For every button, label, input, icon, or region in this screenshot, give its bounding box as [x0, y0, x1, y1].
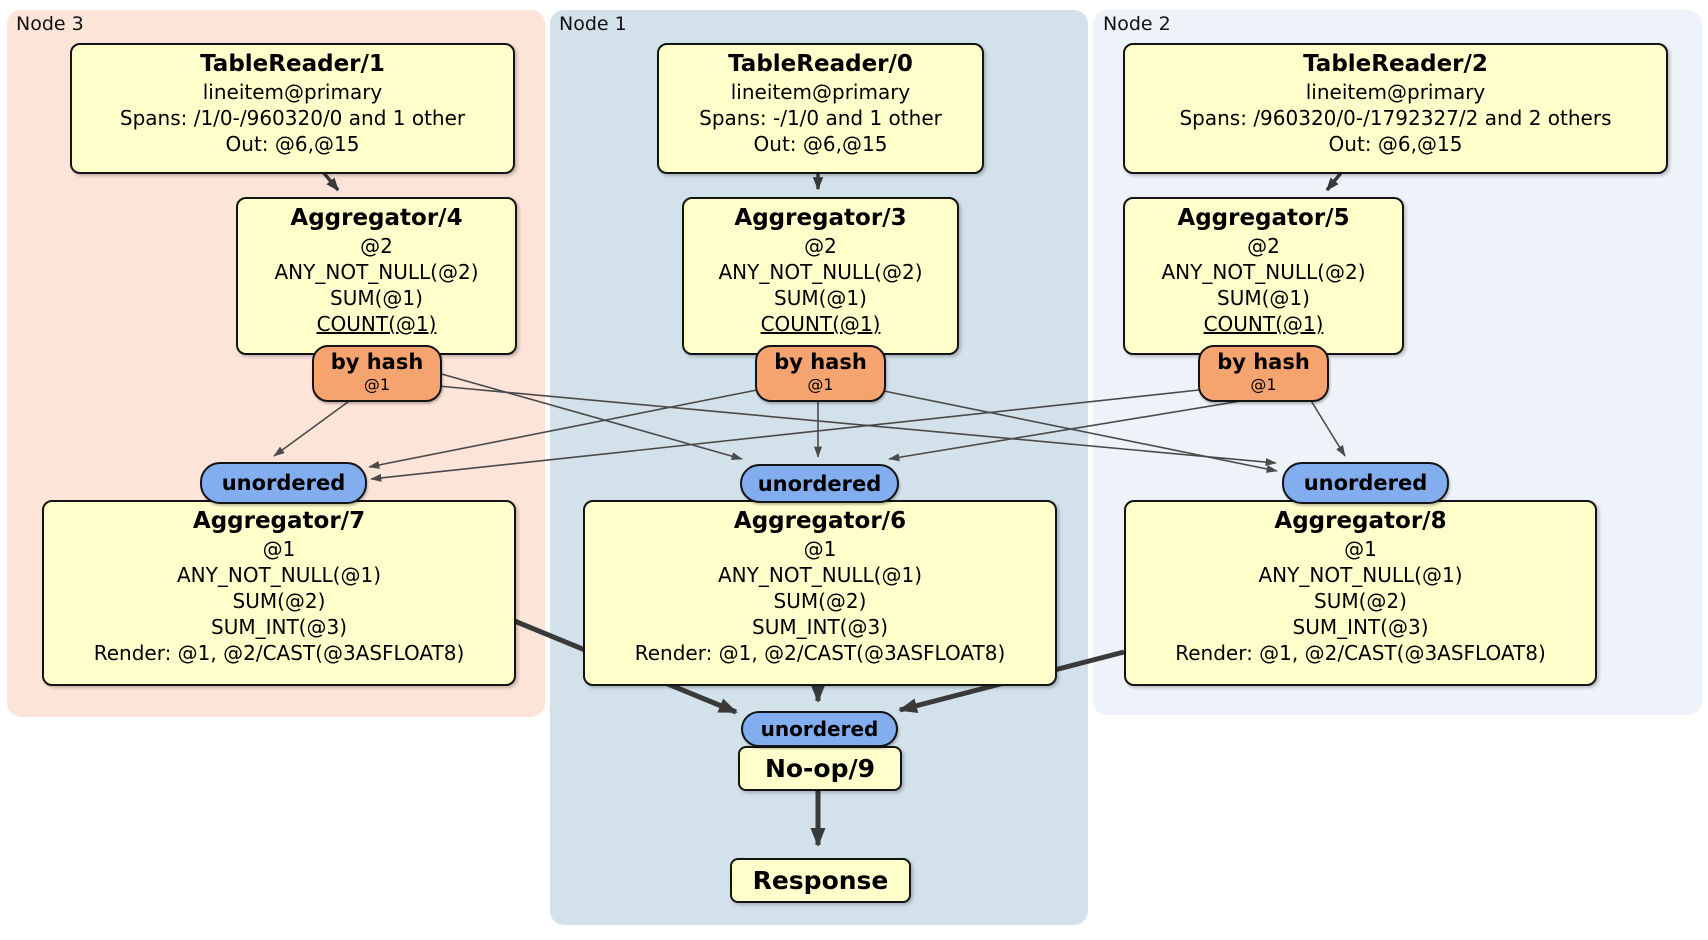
processor-title: Aggregator/7 [192, 508, 366, 534]
edge-rleft-sright [437, 385, 1277, 467]
processor-title: TableReader/1 [200, 51, 385, 77]
processor-detail: @1 [803, 537, 837, 561]
processor-title: Aggregator/4 [290, 205, 463, 231]
processor-detail: SUM_INT(@3) [211, 615, 347, 639]
processor-detail: Spans: /1/0-/960320/0 and 1 other [119, 106, 466, 130]
sync-unordered-center: unordered [740, 464, 899, 503]
processor-tablereader-0: TableReader/0 lineitem@primary Spans: -/… [657, 43, 984, 174]
processor-detail: COUNT(@1) [316, 312, 437, 336]
processor-title: TableReader/2 [1303, 51, 1488, 77]
processor-detail: COUNT(@1) [1203, 312, 1324, 336]
processor-detail: Render: @1, @2/CAST(@3ASFLOAT8) [634, 641, 1006, 665]
sync-unordered-final: unordered [741, 711, 898, 747]
router-by-hash-left: by hash @1 [312, 345, 442, 402]
processor-title: Aggregator/8 [1274, 508, 1447, 534]
processor-detail: @1 [1344, 537, 1377, 561]
processor-detail: ANY_NOT_NULL(@2) [1161, 260, 1366, 284]
processor-aggregator-3: Aggregator/3 @2 ANY_NOT_NULL(@2) SUM(@1)… [682, 197, 959, 355]
processor-aggregator-5: Aggregator/5 @2 ANY_NOT_NULL(@2) SUM(@1)… [1123, 197, 1404, 355]
processor-aggregator-8: Aggregator/8 @1 ANY_NOT_NULL(@1) SUM(@2)… [1124, 500, 1597, 686]
processor-detail: @2 [1247, 234, 1280, 258]
processor-detail: @2 [804, 234, 837, 258]
processor-detail: SUM(@2) [773, 589, 867, 613]
processor-detail: SUM_INT(@3) [752, 615, 888, 639]
processor-detail: SUM(@2) [232, 589, 326, 613]
processor-detail: Render: @1, @2/CAST(@3ASFLOAT8) [1175, 641, 1546, 665]
edge-rright-sleft [370, 389, 1200, 482]
processor-title: TableReader/0 [728, 51, 913, 77]
node3-label: Node 3 [16, 13, 84, 35]
processor-detail: @2 [360, 234, 393, 258]
processor-detail: Out: @6,@15 [753, 132, 888, 156]
processor-detail: ANY_NOT_NULL(@2) [274, 260, 479, 284]
edge-rright-sright [1309, 398, 1346, 457]
processor-aggregator-7: Aggregator/7 @1 ANY_NOT_NULL(@1) SUM(@2)… [42, 500, 516, 686]
edge-rleft-scenter [437, 372, 743, 461]
processor-aggregator-4: Aggregator/4 @2 ANY_NOT_NULL(@2) SUM(@1)… [236, 197, 517, 355]
processor-title: Aggregator/3 [734, 205, 907, 231]
processor-detail: ANY_NOT_NULL(@1) [177, 563, 381, 587]
router-columns: @1 [807, 375, 834, 394]
processor-detail: Out: @6,@15 [225, 132, 360, 156]
edge-tr1-agg4 [321, 170, 340, 192]
processor-detail: SUM(@1) [1217, 286, 1310, 310]
processor-noop-9: No-op/9 [738, 746, 902, 791]
processor-tablereader-1: TableReader/1 lineitem@primary Spans: /1… [70, 43, 515, 174]
processor-detail: Spans: /960320/0-/1792327/2 and 2 others [1179, 106, 1612, 130]
processor-aggregator-6: Aggregator/6 @1 ANY_NOT_NULL(@1) SUM(@2)… [583, 500, 1057, 686]
node2-label: Node 2 [1103, 13, 1171, 35]
edge-rleft-sleft [273, 398, 353, 457]
edge-rcenter-sright [878, 389, 1278, 473]
processor-detail: Render: @1, @2/CAST(@3ASFLOAT8) [93, 641, 465, 665]
processor-detail: COUNT(@1) [760, 312, 881, 336]
processor-detail: ANY_NOT_NULL(@2) [718, 260, 923, 284]
sync-unordered-left: unordered [200, 462, 367, 504]
router-by-hash-right: by hash @1 [1198, 345, 1329, 402]
router-columns: @1 [1250, 375, 1277, 394]
router-label: by hash [774, 350, 867, 374]
processor-detail: SUM_INT(@3) [1292, 615, 1429, 639]
processor-detail: lineitem@primary [202, 80, 383, 104]
processor-detail: Out: @6,@15 [1328, 132, 1463, 156]
router-by-hash-center: by hash @1 [755, 345, 886, 402]
processor-detail: SUM(@1) [330, 286, 423, 310]
processor-title: Aggregator/5 [1177, 205, 1350, 231]
processor-detail: SUM(@1) [774, 286, 867, 310]
node1-label: Node 1 [559, 13, 627, 35]
processor-detail: ANY_NOT_NULL(@1) [1258, 563, 1463, 587]
processor-detail: Spans: -/1/0 and 1 other [699, 106, 942, 130]
processor-detail: lineitem@primary [1305, 80, 1486, 104]
processor-tablereader-2: TableReader/2 lineitem@primary Spans: /9… [1123, 43, 1668, 174]
edge-rcenter-sleft [368, 389, 758, 469]
processor-title: Aggregator/6 [733, 508, 907, 534]
router-label: by hash [330, 350, 424, 374]
processor-detail: @1 [262, 537, 296, 561]
response-node: Response [730, 858, 911, 903]
sync-unordered-right: unordered [1282, 462, 1449, 504]
processor-detail: lineitem@primary [730, 80, 911, 104]
router-columns: @1 [363, 375, 391, 394]
router-label: by hash [1217, 350, 1310, 374]
processor-detail: SUM(@2) [1314, 589, 1407, 613]
processor-detail: ANY_NOT_NULL(@1) [718, 563, 922, 587]
edge-rright-scenter [888, 398, 1254, 462]
